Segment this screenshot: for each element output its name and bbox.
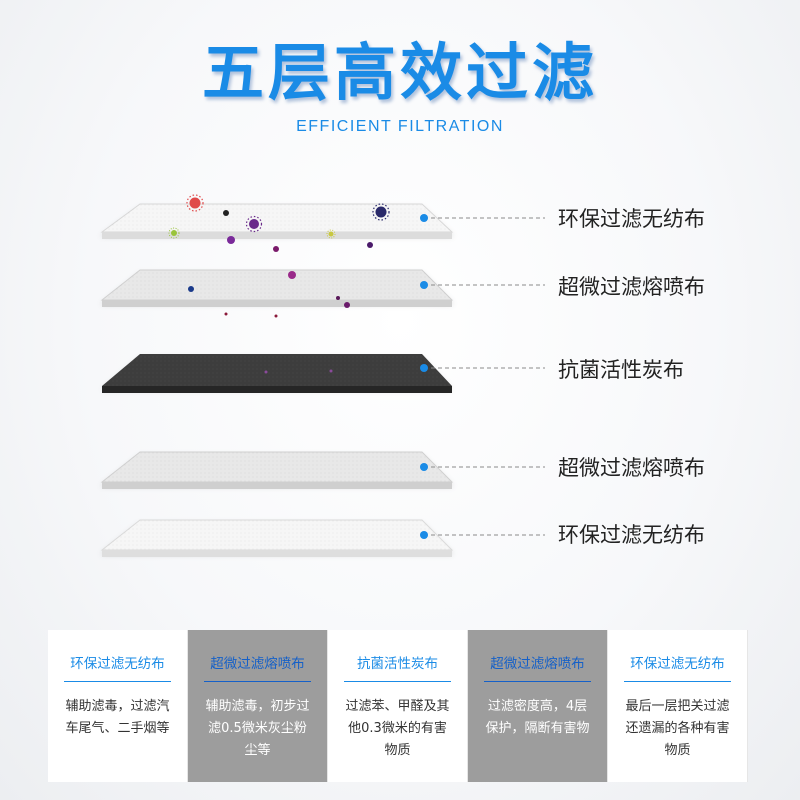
card-title: 环保过滤无纺布 [624,652,731,682]
page-title: 五层高效过滤 [201,36,598,109]
marker-dot-1 [420,214,428,222]
filter-layer-2 [100,269,454,307]
layer-description-cards: 环保过滤无纺布 辅助滤毒，过滤汽车尾气、二手烟等 超微过滤熔喷布 辅助滤毒，初步… [48,630,748,782]
marker-dot-4 [420,463,428,471]
card-3: 抗菌活性炭布 过滤苯、甲醛及其他0.3微米的有害物质 [328,630,468,782]
particle-dot [336,296,340,300]
germ-icon [326,229,336,239]
marker-dot-5 [420,531,428,539]
germ-icon [372,203,390,221]
layer-label-5: 环保过滤无纺布 [558,523,705,547]
filter-layers-diagram [100,194,545,557]
card-description: 辅助滤毒，初步过滤0.5微米灰尘粉尘等 [205,699,310,758]
particle-dot [288,271,296,279]
particle-dot [227,236,235,244]
germ-icon [245,215,263,233]
card-1: 环保过滤无纺布 辅助滤毒，过滤汽车尾气、二手烟等 [48,630,188,782]
card-description: 过滤密度高，4层保护，隔断有害物 [485,699,590,736]
layer-label-4: 超微过滤熔喷布 [558,456,705,480]
layer-label-3: 抗菌活性炭布 [558,358,684,382]
leader-line-2 [420,281,545,289]
leader-line-3 [420,364,545,372]
leader-line-4 [420,463,545,471]
card-4: 超微过滤熔喷布 过滤密度高，4层保护，隔断有害物 [468,630,608,782]
card-description: 最后一层把关过滤还遗漏的各种有害物质 [625,699,730,758]
particle-dot [344,302,350,308]
filter-layer-1 [100,203,454,239]
filter-layer-5 [100,519,454,557]
germ-icon [186,194,204,212]
particles [168,194,390,374]
leader-line-5 [420,531,545,539]
leader-line-1 [420,214,545,222]
card-description: 过滤苯、甲醛及其他0.3微米的有害物质 [345,699,450,758]
marker-dot-3 [420,364,428,372]
particle-dot [367,242,373,248]
card-5: 环保过滤无纺布 最后一层把关过滤还遗漏的各种有害物质 [608,630,748,782]
germ-icon [168,227,180,239]
particle-dot [188,286,194,292]
layer-label-2: 超微过滤熔喷布 [558,275,705,299]
particle-dot [223,210,229,216]
particle-dot [224,312,228,316]
card-title: 超微过滤熔喷布 [484,652,591,682]
particle-dot [273,246,279,252]
particle-dot [274,314,278,318]
card-2: 超微过滤熔喷布 辅助滤毒，初步过滤0.5微米灰尘粉尘等 [188,630,328,782]
filter-layer-3 [102,354,452,393]
particle-dot [329,369,333,373]
filter-layer-4 [100,451,454,489]
page-subtitle: EFFICIENT FILTRATION [296,118,504,135]
card-title: 抗菌活性炭布 [344,652,451,682]
marker-dot-2 [420,281,428,289]
card-title: 环保过滤无纺布 [64,652,171,682]
card-description: 辅助滤毒，过滤汽车尾气、二手烟等 [65,699,170,736]
particle-dot [264,370,268,374]
layer-label-1: 环保过滤无纺布 [558,207,705,231]
card-title: 超微过滤熔喷布 [204,652,311,682]
